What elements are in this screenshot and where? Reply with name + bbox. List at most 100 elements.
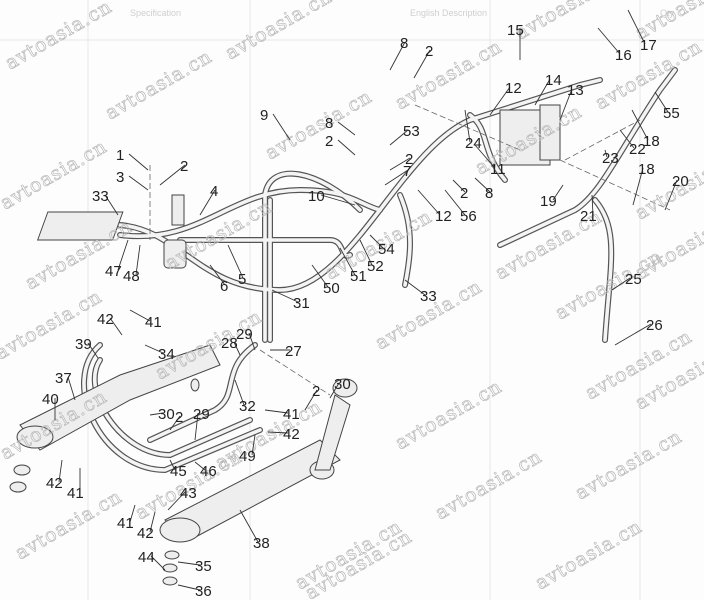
leader-line — [632, 167, 644, 206]
callout-number: 14 — [545, 72, 562, 89]
callout-number: 29 — [236, 326, 253, 343]
leader-line — [149, 412, 164, 416]
callout-number: 18 — [638, 161, 655, 178]
callout-number: 2 — [425, 43, 433, 60]
leader-line — [474, 177, 491, 193]
callout-number: 44 — [138, 549, 155, 566]
callout-number: 33 — [420, 288, 437, 305]
leader-line — [417, 189, 441, 216]
leader-line — [177, 584, 201, 591]
leader-line — [159, 164, 186, 186]
callout-number: 42 — [283, 426, 300, 443]
callout-number: 20 — [672, 173, 689, 190]
callout-number: 7 — [403, 163, 411, 180]
watermark-text: avtoasia.cn — [392, 36, 507, 115]
leader-line — [389, 41, 406, 71]
leader-line — [552, 184, 564, 201]
callout-number: 51 — [350, 268, 367, 285]
leader-line — [413, 49, 431, 79]
leader-line — [359, 239, 373, 266]
leader-line — [87, 342, 99, 359]
callout-number: 15 — [507, 22, 524, 39]
leader-line — [271, 289, 299, 303]
watermark-text: avtoasia.cn — [2, 0, 117, 74]
callout-number: 42 — [137, 525, 154, 542]
leader-line — [234, 379, 245, 406]
leader-line — [135, 244, 141, 276]
leader-line — [404, 279, 426, 296]
leader-line — [304, 389, 318, 411]
leader-line — [311, 264, 329, 288]
leader-line — [128, 175, 149, 191]
callout-number: 17 — [640, 37, 657, 54]
callout-number: 39 — [75, 336, 92, 353]
callout-number: 25 — [625, 271, 642, 288]
callout-number: 8 — [485, 185, 493, 202]
leader-line — [329, 382, 340, 399]
callout-number: 5 — [238, 271, 246, 288]
leader-line — [272, 113, 291, 141]
leader-line — [149, 511, 156, 533]
leader-line — [654, 91, 669, 113]
callout-number: 47 — [105, 263, 122, 280]
callout-number: 2 — [325, 133, 333, 150]
leader-line — [169, 459, 176, 471]
callout-number: 48 — [123, 268, 140, 285]
leader-line — [227, 244, 244, 279]
callout-number: 9 — [260, 107, 268, 124]
leader-line — [337, 121, 356, 136]
leader-line — [264, 409, 289, 414]
table-header-specification: Specification — [130, 8, 182, 18]
leader-line — [194, 412, 199, 441]
watermark-text: avtoasia.cn — [392, 376, 507, 455]
leader-line — [104, 194, 119, 216]
callout-number: 53 — [403, 123, 420, 140]
callout-number: 31 — [293, 295, 310, 312]
watermark-text: avtoasia.cn — [222, 0, 337, 64]
callout-number: 30 — [158, 406, 175, 423]
callout-number: 50 — [323, 280, 340, 297]
leader-line — [239, 509, 259, 543]
callout-number: 4 — [210, 183, 218, 200]
leader-line — [199, 189, 216, 216]
callout-number: 41 — [117, 515, 134, 532]
leader-line — [604, 149, 608, 158]
callout-number: 49 — [239, 448, 256, 465]
leader-line — [534, 78, 551, 106]
callout-number: 41 — [67, 485, 84, 502]
leader-line — [129, 309, 151, 322]
callout-number: 42 — [46, 475, 63, 492]
callout-number: 10 — [308, 188, 325, 205]
callout-number: 19 — [540, 193, 557, 210]
callout-number: 21 — [580, 208, 597, 225]
callout-number: 35 — [195, 558, 212, 575]
leader-line — [369, 234, 384, 249]
callout-number: 2 — [312, 383, 320, 400]
callout-number: 29 — [193, 406, 210, 423]
leader-line — [389, 129, 409, 146]
leader-line — [559, 88, 573, 121]
callout-number: 16 — [615, 47, 632, 64]
callout-number: 6 — [220, 278, 228, 295]
leader-line — [209, 264, 226, 286]
leader-line — [129, 504, 136, 523]
callout-number: 42 — [97, 311, 114, 328]
leader-line — [452, 179, 466, 193]
callout-number: 32 — [239, 398, 256, 415]
leader-line — [337, 139, 356, 156]
callout-number: 54 — [378, 241, 395, 258]
table-header-description: English Description — [410, 8, 488, 18]
leader-line — [267, 431, 289, 434]
callout-number: 30 — [334, 376, 351, 393]
leader-line — [233, 341, 241, 356]
callout-number: 34 — [158, 346, 175, 363]
leader-line — [177, 561, 201, 566]
watermark-text: avtoasia.cn — [432, 446, 547, 525]
leader-line — [167, 491, 186, 511]
callout-number: 8 — [325, 115, 333, 132]
leader-line — [631, 109, 649, 141]
table-header-qty: Qty — [660, 8, 675, 18]
